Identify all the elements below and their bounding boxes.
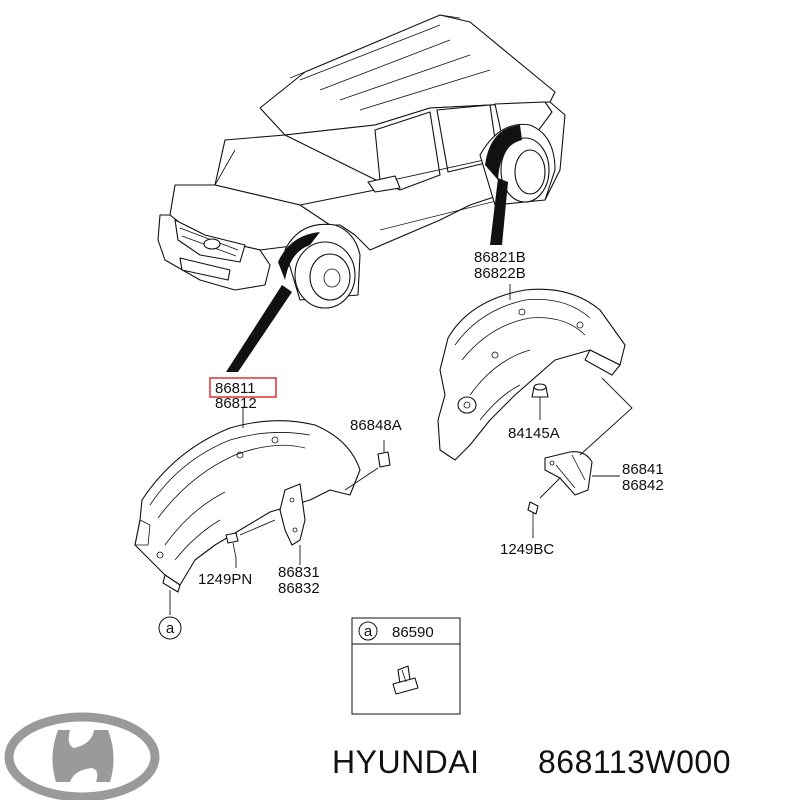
ref-a-circle [158,616,182,640]
callout-86821b: 86821B [474,249,526,266]
fastener-clip-icon [344,440,391,491]
legend-ref: a [364,623,373,640]
callout-86812: 86812 [215,395,257,412]
callout-86822b: 86822B [474,265,526,282]
ref-a-label: a [166,620,175,637]
brand-name: HYUNDAI [332,744,480,780]
front-mud-flap [279,483,306,565]
rear-wheel-guard [437,288,626,461]
callout-86842: 86842 [622,477,664,494]
highlight-box [209,377,277,398]
vehicle-illustration [157,14,566,309]
callout-1249bc: 1249BC [500,541,554,558]
rear-liner-leader [490,178,508,245]
front-wheel-guard [134,420,361,593]
callout-86848a: 86848A [350,417,402,434]
callout-86841: 86841 [622,461,664,478]
callout-1249pn: 1249PN [198,571,252,588]
screw-icon [527,477,561,538]
legend-box: a 86590 [351,617,461,715]
screw-icon [225,519,276,568]
callout-86832: 86832 [278,580,320,597]
front-liner-leader [226,285,292,372]
rear-mud-flap [544,451,593,496]
footer-part-number: 868113W000 [538,744,731,780]
legend-part-number: 86590 [392,624,434,641]
callout-84145a: 84145A [508,425,560,442]
callout-86831: 86831 [278,564,320,581]
hyundai-logo [4,712,160,800]
nut-icon [531,383,549,420]
callout-86811: 86811 [215,380,256,397]
fastener-clip-icon [392,665,419,695]
